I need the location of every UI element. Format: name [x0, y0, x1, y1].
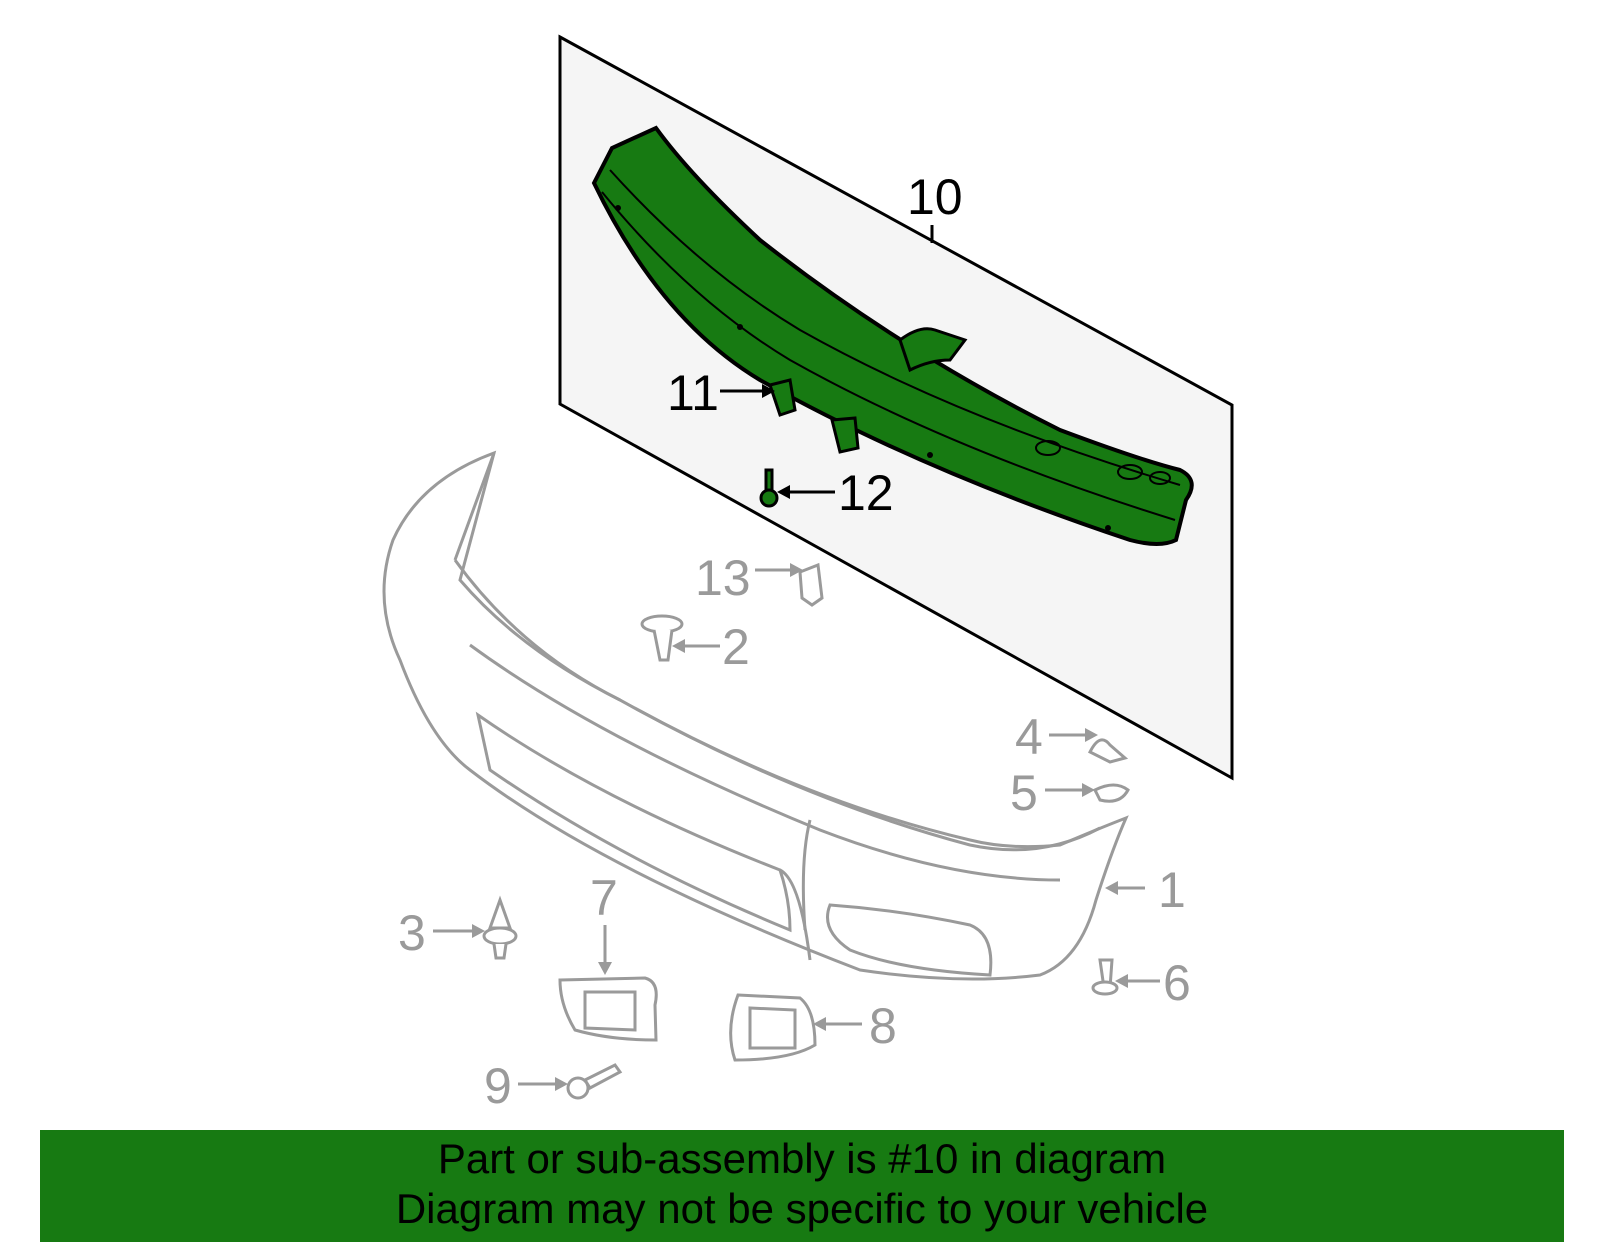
- part-12-bolt[interactable]: [759, 468, 779, 508]
- part-7-fog-lamp-bezel[interactable]: [558, 976, 658, 1042]
- part-13-bracket[interactable]: [798, 562, 824, 607]
- callout-7: 7: [590, 870, 618, 926]
- banner-line-1: Part or sub-assembly is #10 in diagram: [437, 1135, 1167, 1182]
- callout-11: 11: [667, 365, 719, 421]
- part-5-clip[interactable]: [1092, 783, 1130, 803]
- part-9-bolt[interactable]: [566, 1063, 623, 1100]
- part-4-clip[interactable]: [1087, 738, 1129, 764]
- part-10-reinforcement[interactable]: [591, 125, 1194, 546]
- callout-5: 5: [1010, 765, 1038, 821]
- part-2-clip[interactable]: [640, 614, 684, 662]
- callout-10: 10: [907, 169, 963, 225]
- part-3-push-pin[interactable]: [482, 895, 518, 960]
- part-6-push-pin[interactable]: [1091, 958, 1119, 996]
- part-8-fog-lamp[interactable]: [729, 993, 817, 1062]
- info-banner: Part or sub-assembly is #10 in diagram D…: [40, 1130, 1564, 1242]
- callout-4: 4: [1015, 709, 1043, 765]
- callout-8: 8: [869, 998, 897, 1054]
- callout-1: 1: [1158, 862, 1186, 918]
- part-1-bumper-cover[interactable]: [382, 450, 1129, 981]
- callout-6: 6: [1163, 955, 1191, 1011]
- callout-9: 9: [484, 1058, 512, 1114]
- callout-3: 3: [398, 905, 426, 961]
- callout-12: 12: [838, 465, 894, 521]
- leader-lines: [433, 225, 1160, 1091]
- banner-line-2: Diagram may not be specific to your vehi…: [395, 1185, 1209, 1232]
- callout-2: 2: [722, 619, 750, 675]
- callout-13: 13: [695, 550, 751, 606]
